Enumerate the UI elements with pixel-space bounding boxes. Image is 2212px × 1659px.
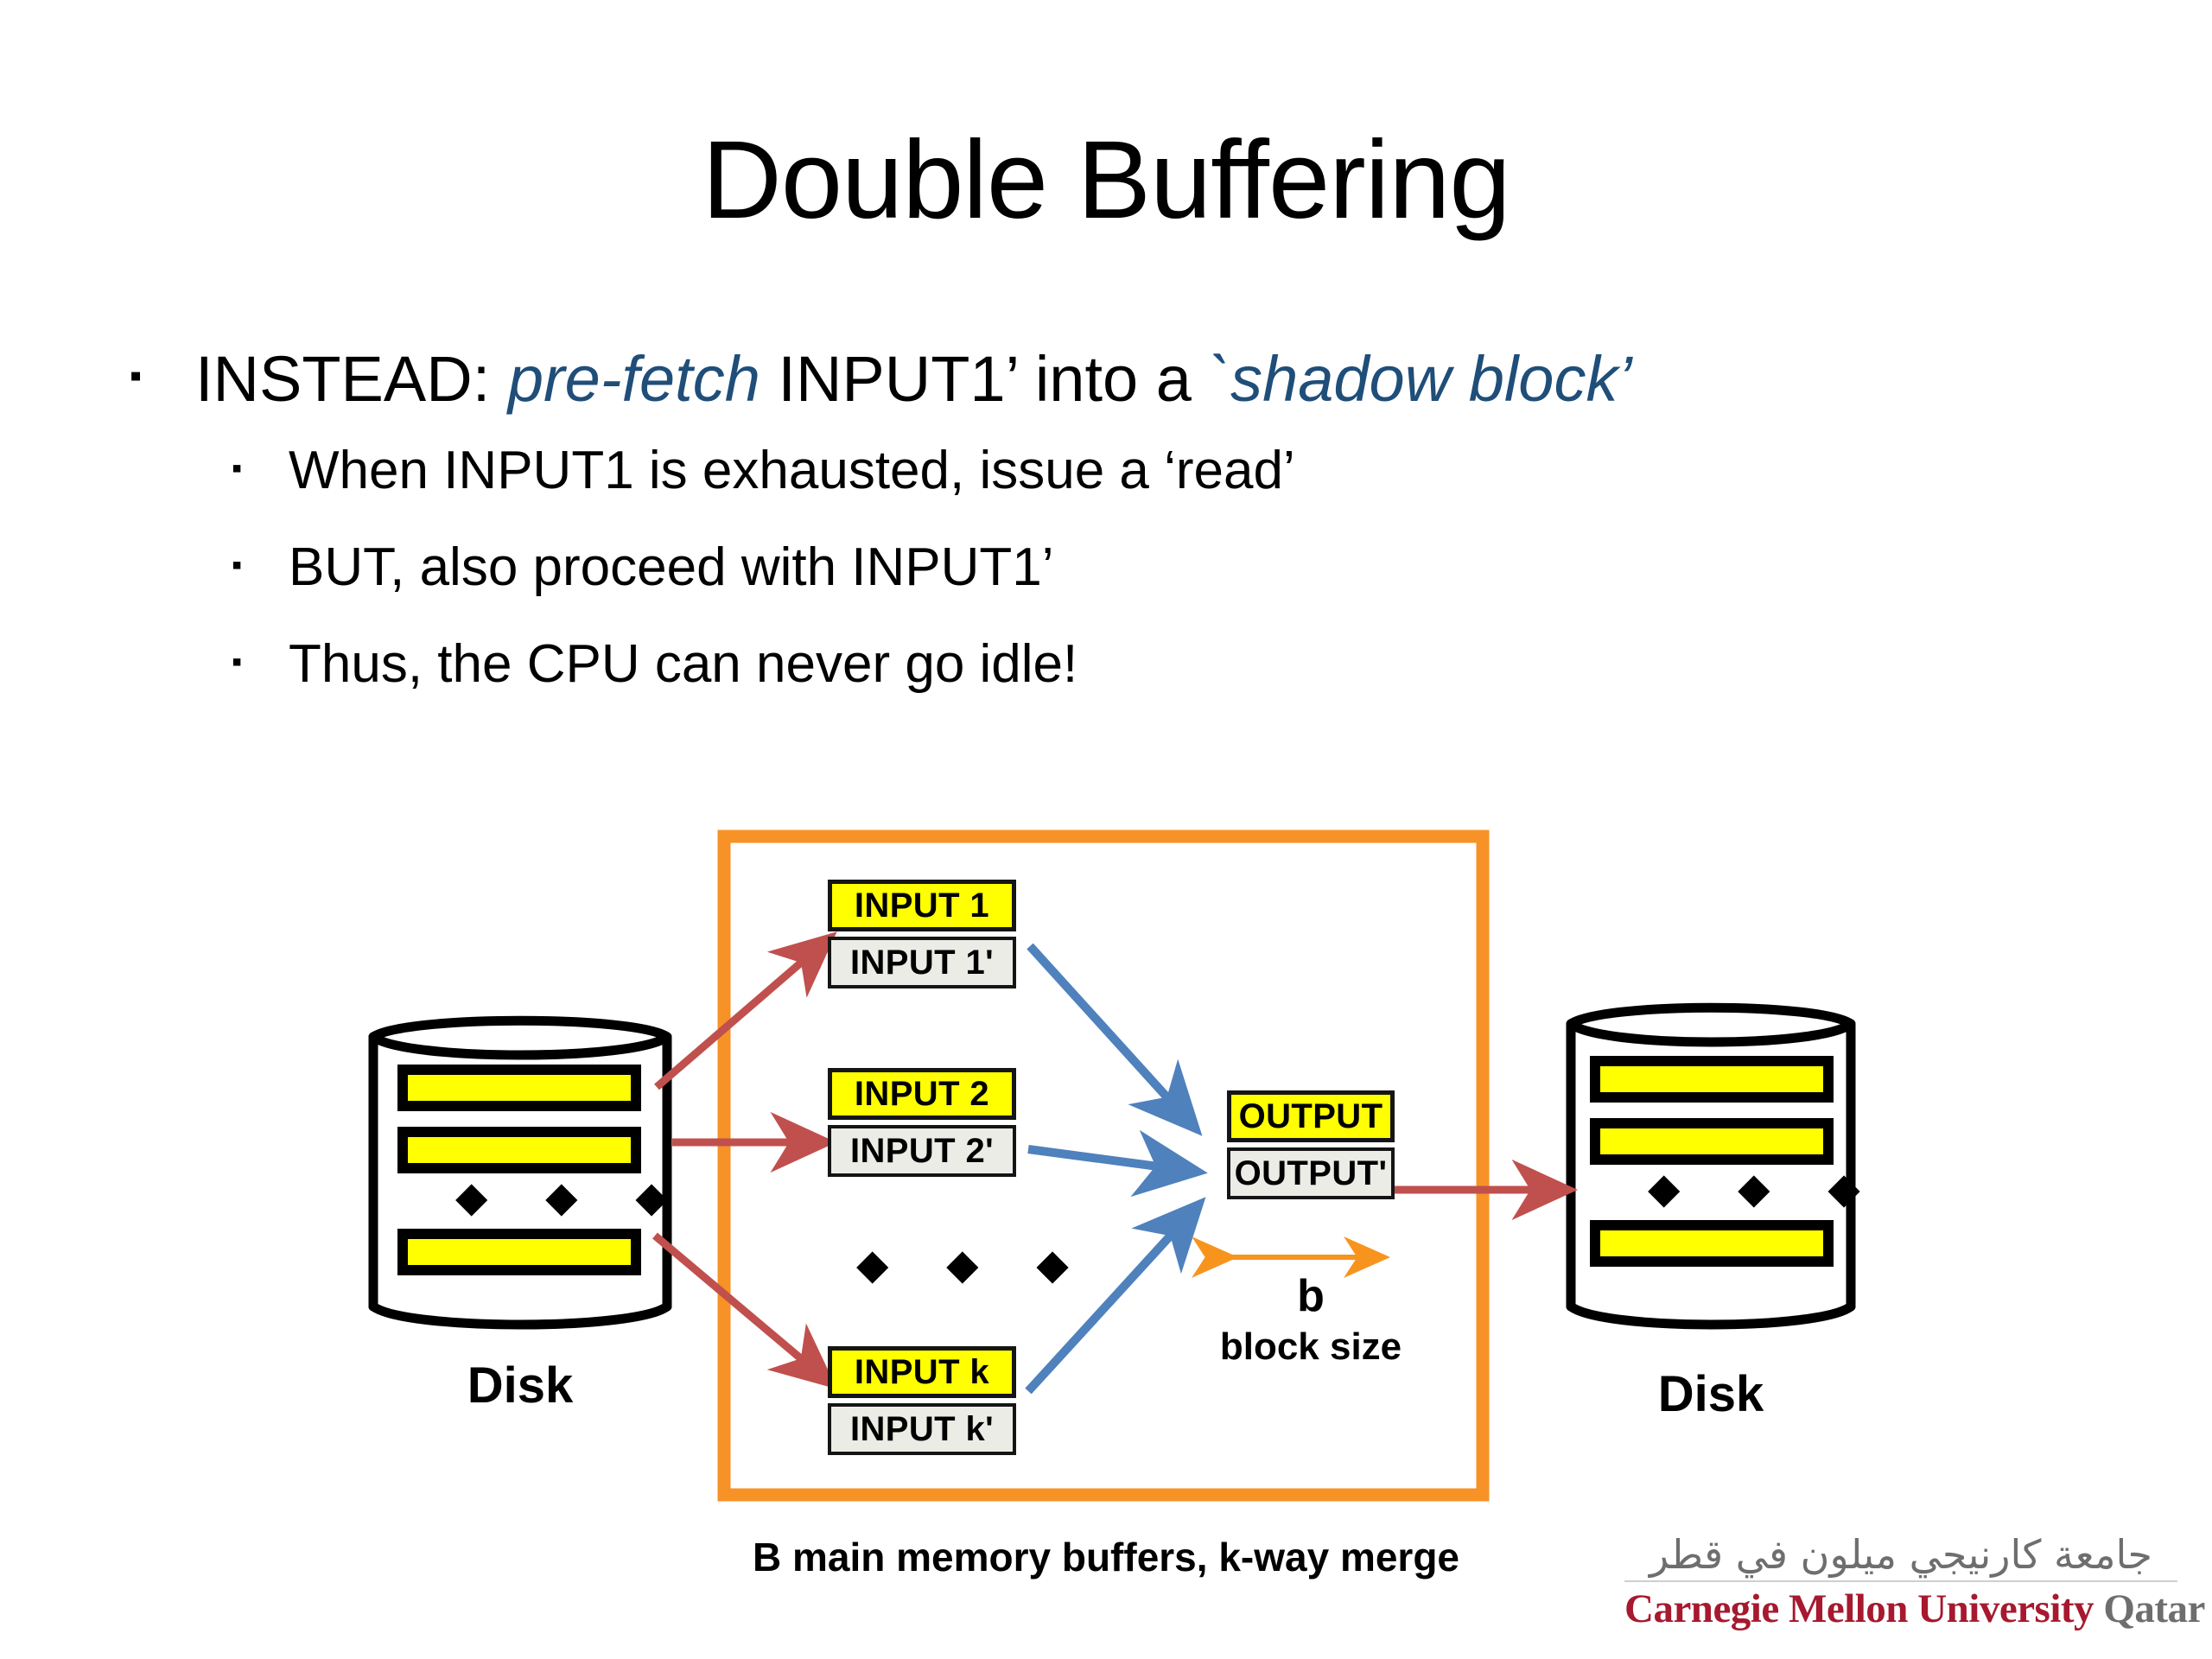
bullet-segment-middle: INPUT1’ into a [760, 343, 1210, 415]
source-disk-cylinder [368, 1015, 672, 1330]
input-buffer-2[interactable]: INPUT 2 [828, 1068, 1016, 1120]
output-buffer[interactable]: OUTPUT [1227, 1090, 1395, 1142]
dest-disk-ellipsis: ◆ ◆ ◆ [1649, 1166, 1884, 1211]
logo-arabic-text: جامعة كارنيجي ميلون في قطر [1649, 1531, 2152, 1578]
logo-wordmark: Carnegie Mellon University Qatar [1624, 1586, 2205, 1632]
bullet-item-but-proceed: ▪ BUT, also proceed with INPUT1’ [232, 539, 2117, 596]
dest-disk-tracks [1590, 1056, 1834, 1267]
block-size-label: block size [1219, 1325, 1402, 1368]
bullet-text: INSTEAD: pre-fetch INPUT1’ into a `shado… [195, 343, 1632, 415]
source-disk-label: Disk [467, 1357, 574, 1414]
source-disk-tracks [397, 1065, 641, 1275]
shadow-buffer-k[interactable]: INPUT k' [828, 1403, 1016, 1455]
cmu-qatar-logo: جامعة كارنيجي ميلون في قطر Carnegie Mell… [1624, 1531, 2205, 1632]
memory-box-caption: B main memory buffers, k-way merge [752, 1535, 1460, 1580]
input-buffer-k[interactable]: INPUT k [828, 1346, 1016, 1398]
bullet-list: ▪ INSTEAD: pre-fetch INPUT1’ into a `sha… [130, 343, 2117, 733]
input-buffer-1[interactable]: INPUT 1 [828, 880, 1016, 931]
bullet-segment-shadow-block: `shadow block’ [1209, 343, 1632, 415]
logo-divider [1624, 1580, 2177, 1583]
merge-arrows [1025, 943, 1208, 1395]
shadow-buffer-2[interactable]: INPUT 2' [828, 1125, 1016, 1177]
bullet-marker: ▪ [232, 549, 243, 582]
bullet-item-when-exhausted: ▪ When INPUT1 is exhausted, issue a ‘rea… [232, 442, 2117, 499]
input-buffers-ellipsis: ◆ ◆ ◆ [857, 1242, 1092, 1287]
dest-disk-label: Disk [1657, 1366, 1764, 1422]
source-disk-ellipsis: ◆ ◆ ◆ [456, 1174, 691, 1219]
bullet-text: Thus, the CPU can never go idle! [289, 633, 1078, 694]
bullet-item-instead: ▪ INSTEAD: pre-fetch INPUT1’ into a `sha… [130, 343, 2117, 415]
block-size-symbol: b [1297, 1271, 1325, 1321]
bullet-marker: ▪ [232, 452, 243, 486]
shadow-buffer-1[interactable]: INPUT 1' [828, 937, 1016, 988]
logo-name-secondary: Qatar [2103, 1586, 2205, 1632]
bullet-item-never-idle: ▪ Thus, the CPU can never go idle! [232, 636, 2117, 693]
bullet-segment-prefetch: pre-fetch [507, 343, 760, 415]
bullet-text: BUT, also proceed with INPUT1’ [289, 537, 1054, 598]
page-title: Double Buffering [702, 118, 1510, 242]
bullet-marker: ▪ [130, 357, 143, 395]
bullet-text: When INPUT1 is exhausted, issue a ‘read’ [289, 441, 1295, 501]
logo-name-primary: Carnegie Mellon University [1624, 1586, 2094, 1632]
shadow-output-buffer[interactable]: OUTPUT' [1227, 1147, 1395, 1199]
bullet-marker: ▪ [232, 645, 243, 678]
bullet-segment-plain: INSTEAD: [195, 343, 508, 415]
read-arrows [652, 931, 837, 1389]
